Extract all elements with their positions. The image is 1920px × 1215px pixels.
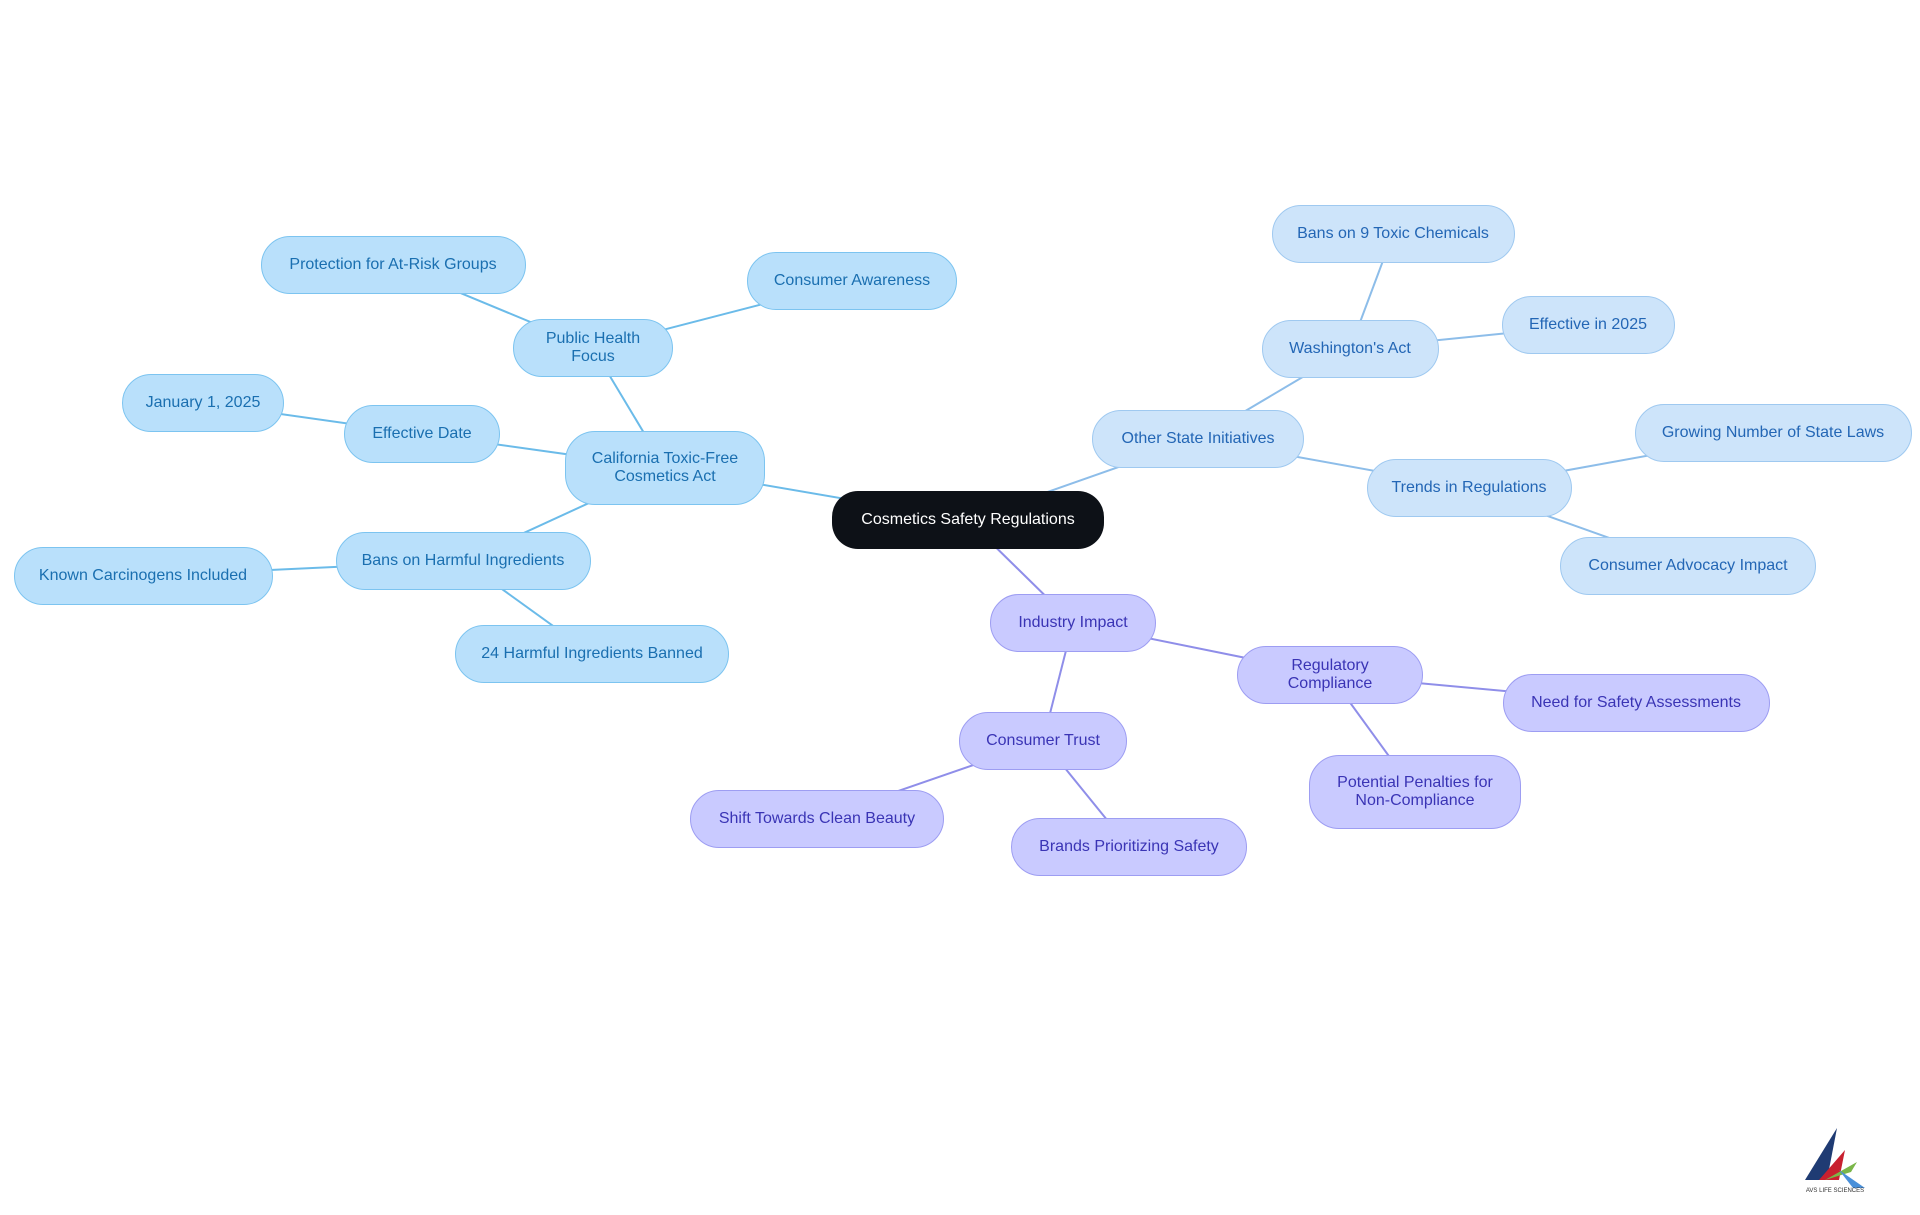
node-consumer-trust: Consumer Trust (959, 712, 1127, 770)
node-california-act: California Toxic-Free Cosmetics Act (565, 431, 765, 505)
node-other-state-initiatives: Other State Initiatives (1092, 410, 1304, 468)
node-washington-act: Washington's Act (1261, 320, 1439, 378)
node-24-ingredients-banned: 24 Harmful Ingredients Banned (455, 625, 729, 683)
node-consumer-advocacy: Consumer Advocacy Impact (1560, 537, 1816, 595)
node-known-carcinogens: Known Carcinogens Included (13, 547, 273, 605)
node-growing-state-laws: Growing Number of State Laws (1634, 404, 1912, 462)
root-node: Cosmetics Safety Regulations (832, 491, 1104, 549)
node-effective-in-2025: Effective in 2025 (1501, 296, 1675, 354)
node-public-health-focus: Public Health Focus (513, 319, 673, 377)
node-brands-prioritizing-safety: Brands Prioritizing Safety (1011, 818, 1247, 876)
node-penalties-non-compliance: Potential Penalties for Non-Compliance (1309, 755, 1521, 829)
node-effective-date: Effective Date (344, 405, 500, 463)
node-bans-9-chemicals: Bans on 9 Toxic Chemicals (1271, 205, 1515, 263)
node-regulatory-compliance: Regulatory Compliance (1237, 646, 1423, 704)
node-consumer-awareness: Consumer Awareness (747, 252, 957, 310)
node-clean-beauty: Shift Towards Clean Beauty (690, 790, 944, 848)
node-january-2025: January 1, 2025 (122, 374, 284, 432)
node-safety-assessments: Need for Safety Assessments (1502, 674, 1770, 732)
logo-text: AVS LIFE SCIENCES (1806, 1188, 1864, 1194)
node-industry-impact: Industry Impact (990, 594, 1156, 652)
avs-logo: AVS LIFE SCIENCES (1805, 1128, 1865, 1194)
node-trends-in-regulations: Trends in Regulations (1366, 459, 1572, 517)
node-bans-harmful-ingredients: Bans on Harmful Ingredients (335, 532, 591, 590)
node-protection-at-risk: Protection for At-Risk Groups (260, 236, 526, 294)
